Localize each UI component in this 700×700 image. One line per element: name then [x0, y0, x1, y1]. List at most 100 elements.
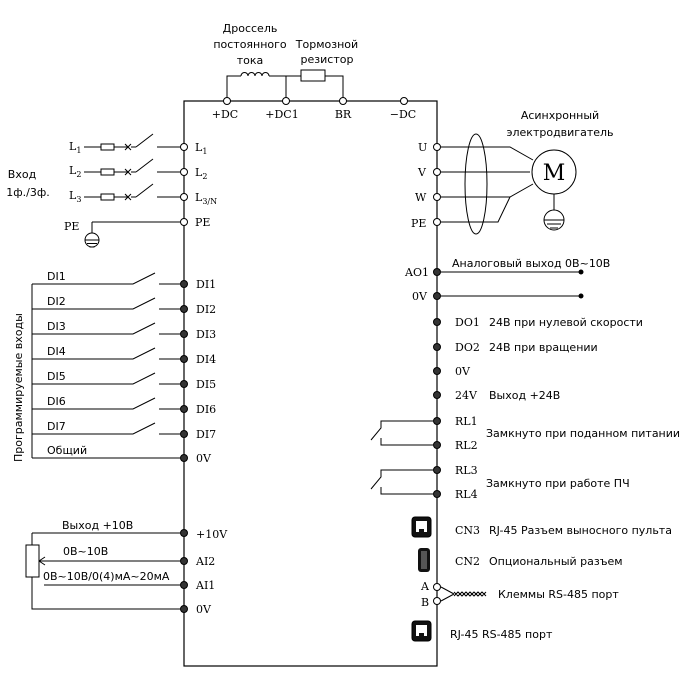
digital-inputs-section: Программируемые входы DI1 DI1 DI2 DI2 DI… [12, 270, 216, 465]
do1-label: 24В при нулевой скорости [489, 316, 643, 329]
cn2-label: Опциональный разъем [489, 555, 623, 568]
rj45-remote-icon [411, 516, 432, 538]
optional-connector-icon [418, 548, 430, 572]
svg-text:DI3: DI3 [47, 320, 66, 333]
choke-label-line1: Дроссель [223, 22, 278, 35]
di3-terminal: DI3 [196, 328, 216, 341]
l2-terminal: L2 [195, 166, 207, 181]
pe-input-terminal: PE [195, 216, 210, 229]
cn2-terminal: CN2 [455, 555, 480, 568]
dc-bus-section: Дроссель постоянного тока Тормозной рези… [212, 22, 416, 121]
relay2-contact [370, 469, 433, 495]
l3-terminal: L3/N [195, 191, 217, 206]
rl12-label: Замкнуто при поданном питании [486, 427, 680, 440]
ai2-terminal: AI2 [195, 555, 215, 568]
pe-left-label: PE [64, 220, 79, 233]
l1-terminal: L1 [195, 141, 207, 156]
rl4-terminal: RL4 [455, 488, 478, 501]
do-0v-terminal: 0V [455, 365, 471, 378]
svg-text:DI5: DI5 [47, 370, 66, 383]
brake-label-line1: Тормозной [295, 38, 358, 51]
pe-input: PE PE [64, 216, 210, 248]
terminal-plus-dc1: +DC1 [265, 108, 298, 121]
power-input-section: Вход 1ф./3ф. L1 L1 L2 L2 L3 [6, 133, 217, 248]
terminal-br: BR [335, 108, 352, 121]
common-line: Общий 0V [32, 444, 212, 465]
line-l2: L2 L2 [69, 158, 207, 181]
svg-text:DI4: DI4 [47, 345, 66, 358]
do2-label: 24В при вращении [489, 341, 598, 354]
rl3-terminal: RL3 [455, 464, 478, 477]
v-terminal: V [417, 166, 427, 179]
di1-line: DI1 DI1 [32, 270, 216, 291]
cn3-terminal: CN3 [455, 524, 480, 537]
l1-left-label: L1 [69, 140, 81, 155]
brake-label-line2: резистор [301, 53, 354, 66]
motor-section: Асинхронный электродвигатель U V W PE M [411, 109, 614, 235]
ao1-terminal: AO1 [404, 266, 429, 279]
rj45-rs485-icon [411, 620, 432, 642]
di4-line: DI4 DI4 [32, 345, 216, 366]
input-ground-icon [84, 232, 100, 248]
analog-0v-terminal: 0V [196, 603, 212, 616]
u-terminal: U [418, 141, 427, 154]
programmable-inputs-label: Программируемые входы [12, 313, 25, 462]
svg-text:DI1: DI1 [47, 270, 66, 283]
choke-label-line2: постоянного [213, 38, 287, 51]
common-0v-terminal: 0V [196, 452, 212, 465]
ai1-terminal: AI1 [195, 579, 215, 592]
ao1-label: Аналоговый выход 0В~10В [452, 257, 610, 270]
power-input-label-line1: Вход [8, 168, 37, 181]
rj45-rs485-label: RJ-45 RS-485 порт [450, 628, 553, 641]
do1-terminal: DO1 [455, 316, 480, 329]
choke-coil-symbol [240, 72, 270, 77]
svg-text:DI6: DI6 [47, 395, 66, 408]
pe-motor-terminal: PE [411, 217, 426, 230]
out-10v-label: Выход +10В [62, 519, 133, 532]
svg-text:DI7: DI7 [47, 420, 66, 433]
di5-terminal: DI5 [196, 378, 216, 391]
shielded-cable-symbol [464, 133, 488, 235]
di3-line: DI3 DI3 [32, 320, 216, 341]
rl1-terminal: RL1 [455, 415, 478, 428]
di4-terminal: DI4 [196, 353, 216, 366]
outputs-section: AO1 Аналоговый выход 0В~10В 0V DO1 24В п… [370, 257, 680, 642]
choke-label-line3: тока [237, 54, 264, 67]
di6-line: DI6 DI6 [32, 395, 216, 416]
rl34-label: Замкнуто при работе ПЧ [486, 477, 630, 490]
di1-terminal: DI1 [196, 278, 216, 291]
drive-enclosure [183, 100, 438, 667]
b-terminal: B [421, 596, 429, 609]
ai1-range-label: 0В~10В/0(4)мА~20мА [43, 570, 170, 583]
line-l1: L1 L1 [69, 133, 207, 156]
line-l3: L3 L3/N [69, 183, 217, 206]
common-label: Общий [47, 444, 87, 457]
l2-left-label: L2 [69, 164, 81, 179]
v24-label: Выход +24В [489, 389, 560, 402]
a-terminal: A [420, 580, 430, 593]
di6-terminal: DI6 [196, 403, 216, 416]
di2-terminal: DI2 [196, 303, 216, 316]
cn3-label: RJ-45 Разъем выносного пульта [489, 524, 672, 537]
svg-text:DI2: DI2 [47, 295, 66, 308]
potentiometer-symbol [25, 544, 40, 578]
ao-0v-terminal: 0V [412, 290, 428, 303]
plus10v-terminal: +10V [196, 528, 228, 541]
di5-line: DI5 DI5 [32, 370, 216, 391]
twisted-pair-icon [453, 591, 487, 597]
rl2-terminal: RL2 [455, 439, 478, 452]
terminal-plus-dc: +DC [212, 108, 238, 121]
analog-inputs-section: Выход +10В 0В~10В 0В~10В/0(4)мА~20мА +10… [25, 519, 228, 616]
do2-terminal: DO2 [455, 341, 480, 354]
di7-line: DI7 DI7 [32, 420, 216, 441]
power-input-label-line2: 1ф./3ф. [6, 186, 50, 199]
ai2-range-label: 0В~10В [63, 545, 108, 558]
di2-line: DI2 DI2 [32, 295, 216, 316]
motor-m-label: M [543, 161, 566, 186]
relay1-contact [370, 420, 433, 446]
brake-resistor-symbol [300, 69, 326, 82]
rs485-terminals-label: Клеммы RS-485 порт [498, 588, 619, 601]
motor-label-line1: Асинхронный [521, 109, 599, 122]
motor-ground-icon [543, 209, 565, 231]
